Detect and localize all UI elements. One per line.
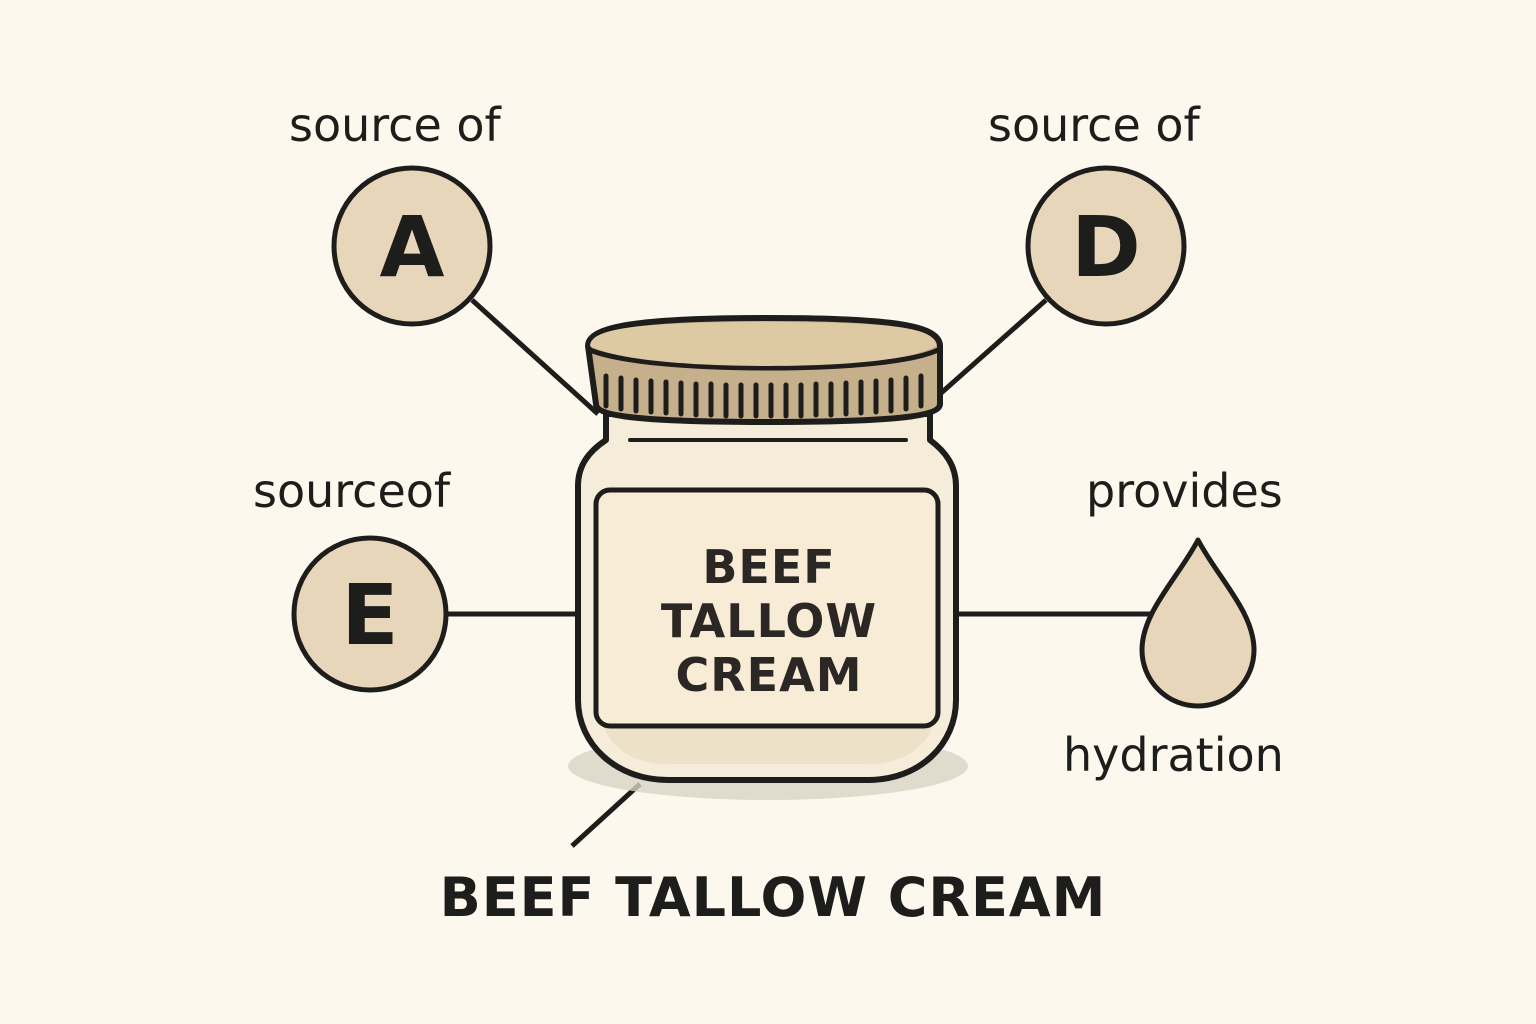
- jar-label-line-1: BEEF: [702, 540, 836, 594]
- jar-label: BEEF TALLOW CREAM: [600, 540, 938, 702]
- vitamin-e-caption: sourceof: [253, 464, 451, 518]
- jar-icon: [568, 315, 968, 800]
- jar-label-line-3: CREAM: [675, 648, 863, 702]
- water-drop-icon: [1139, 537, 1257, 709]
- connector-caption: [570, 782, 642, 848]
- vitamin-d-letter: D: [1071, 198, 1141, 296]
- product-caption: BEEF TALLOW CREAM: [439, 866, 1107, 929]
- vitamin-e-badge: E: [291, 535, 449, 693]
- vitamin-d-badge: D: [1025, 165, 1187, 327]
- connector-vitamin-d: [938, 298, 1048, 396]
- vitamin-a-letter: A: [379, 198, 444, 296]
- vitamin-a-caption: source of: [289, 98, 501, 152]
- benefit-caption-top: provides: [1086, 464, 1283, 518]
- vitamin-d-caption: source of: [988, 98, 1200, 152]
- vitamin-a-badge: A: [331, 165, 493, 327]
- jar-label-line-2: TALLOW: [660, 594, 878, 648]
- benefit-caption-bottom: hydration: [1063, 728, 1284, 782]
- vitamin-e-letter: E: [341, 566, 398, 664]
- connector-vitamin-a: [470, 298, 600, 416]
